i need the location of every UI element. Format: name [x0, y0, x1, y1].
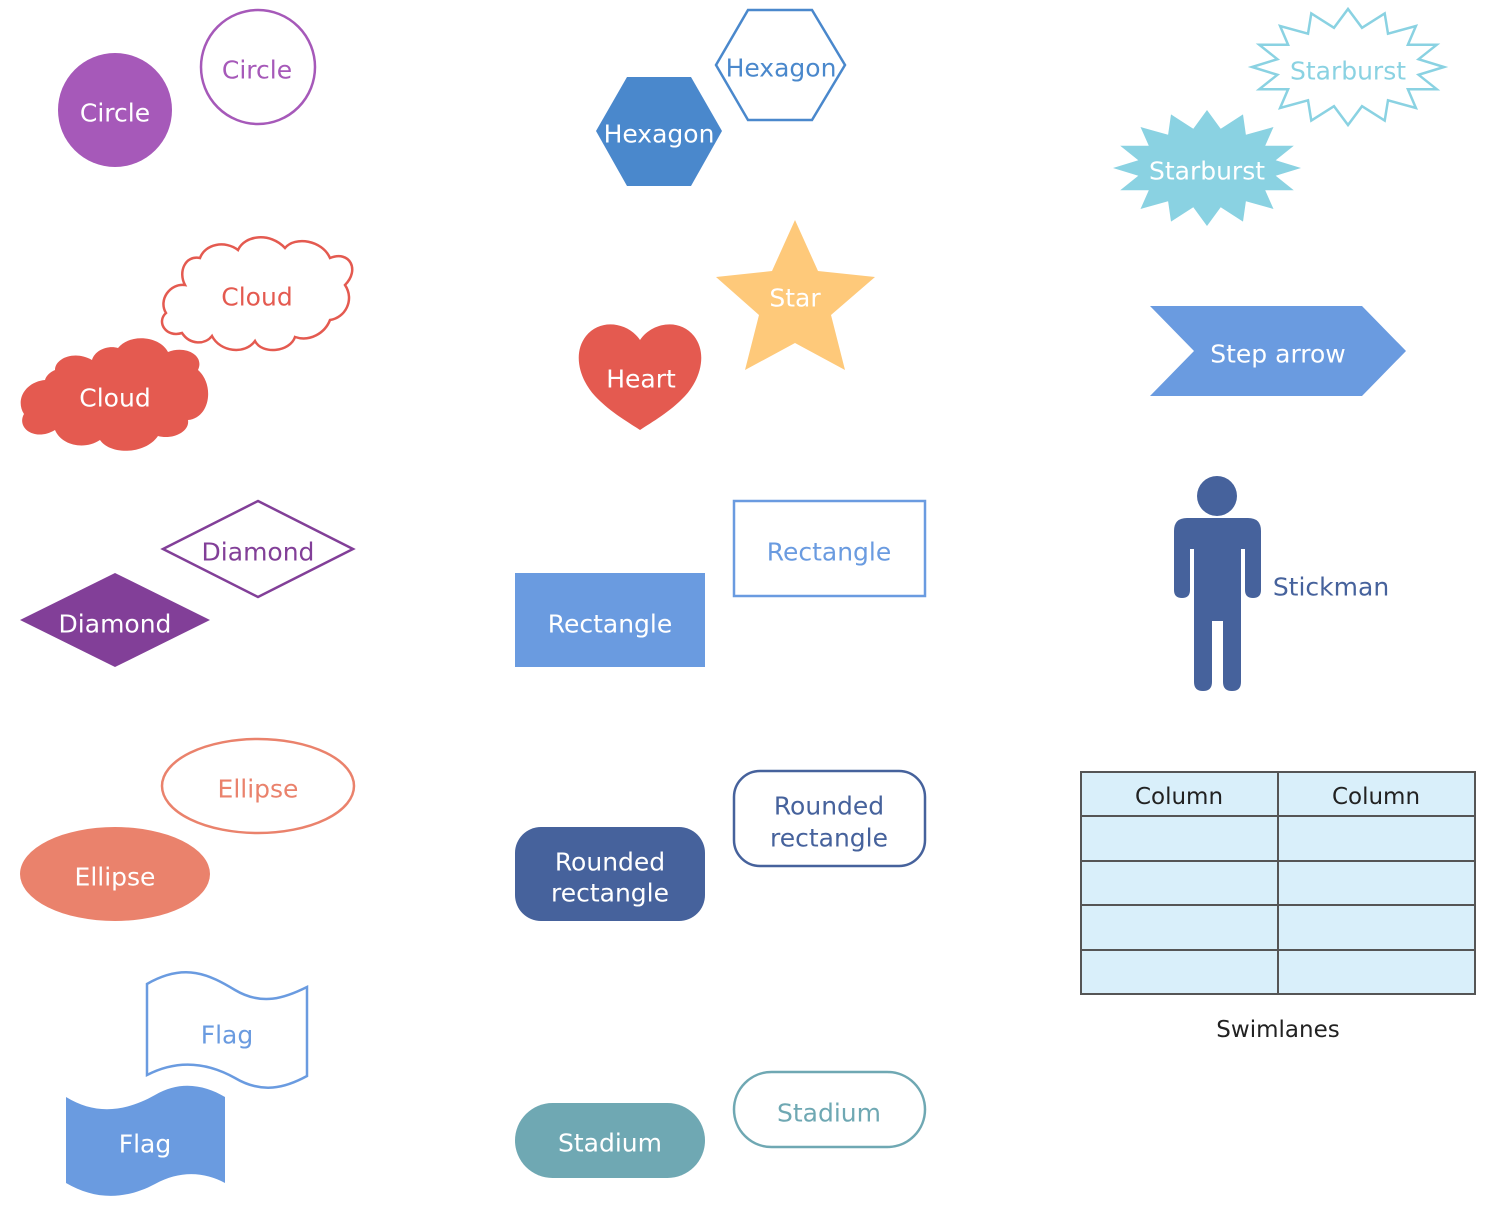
ellipse-outline[interactable]: Ellipse [160, 737, 356, 835]
stickman-label: Stickman [1273, 573, 1389, 602]
circle-outline-label: Circle [222, 56, 292, 85]
swimlanes-column-header-2: Column [1332, 784, 1420, 810]
diamond-filled-label: Diamond [59, 610, 172, 639]
stadium-outline[interactable]: Stadium [732, 1070, 927, 1149]
flag-filled[interactable]: Flag [66, 1085, 225, 1196]
hexagon-filled-label: Hexagon [604, 120, 715, 149]
rectangle-filled[interactable]: Rectangle [515, 573, 705, 667]
ellipse-filled-label: Ellipse [75, 863, 156, 892]
starburst-filled[interactable]: Starburst [1113, 110, 1301, 226]
rounded-rectangle-filled[interactable]: Rounded rectangle [515, 827, 705, 921]
starburst-filled-shape [1113, 110, 1301, 226]
rounded-rectangle-outline-label-line1: Rounded [774, 792, 884, 821]
step-arrow[interactable]: Step arrow [1150, 306, 1406, 396]
starburst-outline-label: Starburst [1290, 57, 1406, 86]
flag-outline[interactable]: Flag [145, 971, 309, 1089]
rectangle-outline-label: Rectangle [767, 538, 892, 567]
circle-filled-label: Circle [80, 99, 150, 128]
hexagon-outline[interactable]: Hexagon [714, 8, 847, 122]
starburst-outline-shape [1247, 6, 1449, 128]
rounded-rectangle-filled-label-line2: rectangle [551, 879, 669, 908]
rounded-rectangle-outline[interactable]: Rounded rectangle [732, 769, 927, 868]
stickman-icon[interactable] [1174, 476, 1261, 691]
rectangle-outline[interactable]: Rectangle [732, 499, 927, 598]
swimlanes-caption: Swimlanes [1216, 1017, 1339, 1043]
diamond-outline-label: Diamond [202, 538, 315, 567]
rounded-rectangle-outline-label-line2: rectangle [770, 824, 888, 853]
cloud-outline[interactable]: Cloud [160, 236, 354, 352]
heart-label: Heart [606, 365, 676, 394]
star-label: Star [769, 284, 821, 313]
circle-filled[interactable]: Circle [58, 53, 172, 167]
stadium-filled-label: Stadium [558, 1129, 662, 1158]
diamond-filled[interactable]: Diamond [20, 573, 210, 667]
star[interactable]: Star [716, 220, 875, 370]
stadium-filled[interactable]: Stadium [515, 1103, 705, 1178]
rectangle-filled-label: Rectangle [548, 610, 673, 639]
starburst-filled-label: Starburst [1149, 157, 1265, 186]
hexagon-outline-label: Hexagon [726, 54, 837, 83]
stadium-outline-label: Stadium [777, 1099, 881, 1128]
ellipse-filled[interactable]: Ellipse [20, 827, 210, 921]
ellipse-outline-label: Ellipse [218, 775, 299, 804]
cloud-filled-label: Cloud [79, 384, 150, 413]
flag-outline-label: Flag [201, 1021, 254, 1050]
step-arrow-label: Step arrow [1210, 340, 1346, 369]
diamond-outline[interactable]: Diamond [160, 499, 356, 599]
swimlanes-column-header-1: Column [1135, 784, 1223, 810]
hexagon-filled[interactable]: Hexagon [596, 77, 722, 186]
cloud-outline-label: Cloud [221, 283, 292, 312]
flag-filled-label: Flag [119, 1130, 172, 1159]
starburst-outline[interactable]: Starburst [1247, 6, 1449, 128]
swimlanes[interactable]: Column Column [1080, 771, 1476, 995]
heart[interactable]: Heart [578, 324, 702, 430]
cloud-filled[interactable]: Cloud [20, 338, 209, 451]
rounded-rectangle-filled-label-line1: Rounded [555, 848, 665, 877]
circle-outline[interactable]: Circle [199, 8, 317, 126]
